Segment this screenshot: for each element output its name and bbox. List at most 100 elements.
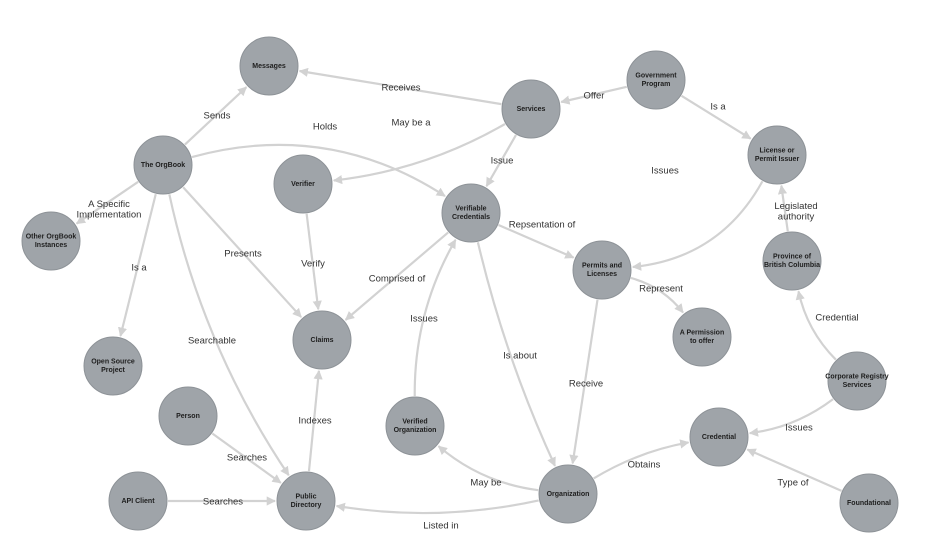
edge-organization-to-public-directory <box>335 499 539 515</box>
edge-province-bc-to-license-issuer <box>777 184 789 232</box>
node-label-organization: Organization <box>547 491 590 498</box>
node-circle-license-issuer[interactable] <box>747 125 807 185</box>
node-label-foundational: Foundational <box>847 500 891 507</box>
edge-label-foundational-to-credential: Type of <box>777 478 809 489</box>
node-label-orgbook: The OrgBook <box>141 162 185 169</box>
node-label-corporate-registry: Corporate Registry <box>825 374 889 381</box>
node-label-other-orgbook: Instances <box>35 242 67 249</box>
node-label-license-issuer: License or <box>759 148 794 155</box>
node-circle-foundational[interactable] <box>839 473 899 533</box>
node-label-services: Services <box>517 106 546 113</box>
edge-verifiable-credentials-to-organization <box>476 241 556 467</box>
edge-label-orgbook-to-public-directory: Searchable <box>188 336 236 347</box>
node-circle-public-directory[interactable] <box>276 471 336 531</box>
node-circle-province-bc[interactable] <box>762 231 822 291</box>
edge-orgbook-to-messages <box>184 86 248 146</box>
edge-label-public-directory-to-claims: Indexes <box>298 416 332 427</box>
edge-label-services-to-messages: Receives <box>381 83 420 94</box>
node-label-messages: Messages <box>252 63 286 70</box>
node-label-government-program: Government <box>635 73 677 80</box>
node-label-verifiable-credentials: Verifiable <box>455 206 486 213</box>
edge-public-directory-to-claims <box>307 369 323 472</box>
edge-label-government-program-to-services: Offer <box>584 91 605 102</box>
edge-permits-licenses-to-organization <box>569 299 599 465</box>
edge-orgbook-to-other-orgbook <box>75 180 139 225</box>
node-circle-services[interactable] <box>501 79 561 139</box>
edge-label-verifiable-credentials-to-permits-licenses: Repsentation of <box>509 220 576 231</box>
node-credential[interactable]: Credential <box>689 407 749 467</box>
edge-label-verifier-to-claims: Verify <box>301 259 325 270</box>
edge-label-api-client-to-public-directory: Searches <box>203 497 243 508</box>
node-api-client[interactable]: API Client <box>108 471 168 531</box>
edge-label-corporate-registry-to-province-bc: Credential <box>815 313 858 324</box>
node-circle-credential[interactable] <box>689 407 749 467</box>
edge-organization-to-credential <box>593 439 690 480</box>
edge-label-orgbook-to-open-source: Is a <box>131 263 147 274</box>
edge-label-organization-to-verified-org: May be <box>470 478 501 489</box>
node-label-claims: Claims <box>311 337 334 344</box>
edge-orgbook-to-public-directory <box>168 194 290 477</box>
node-circle-verifiable-credentials[interactable] <box>441 183 501 243</box>
node-verifier[interactable]: Verifier <box>273 154 333 214</box>
node-label-open-source: Open Source <box>91 359 135 366</box>
node-circle-organization[interactable] <box>538 464 598 524</box>
edge-foundational-to-credential <box>746 448 842 492</box>
edge-license-issuer-to-permits-licenses <box>631 180 764 271</box>
edge-corporate-registry-to-credential <box>748 398 834 437</box>
edge-orgbook-to-verifiable-credentials <box>191 143 446 198</box>
node-label-api-client: API Client <box>121 498 155 505</box>
edge-label-corporate-registry-to-credential: Issues <box>785 423 813 434</box>
edge-label-services-to-verifiable-credentials: Issue <box>491 156 514 167</box>
node-claims[interactable]: Claims <box>292 310 352 370</box>
edge-verifiable-credentials-to-claims <box>344 231 449 321</box>
node-circle-other-orgbook[interactable] <box>21 211 81 271</box>
node-circle-verifier[interactable] <box>273 154 333 214</box>
edge-label-government-program-to-license-issuer: Is a <box>710 102 726 113</box>
node-label-credential: Credential <box>702 434 736 441</box>
node-circle-open-source[interactable] <box>83 336 143 396</box>
edge-organization-to-verified-org <box>437 445 539 492</box>
edge-label-permits-licenses-to-organization: Receive <box>569 379 603 390</box>
edges-layer <box>75 67 842 515</box>
node-messages[interactable]: Messages <box>239 36 299 96</box>
node-foundational[interactable]: Foundational <box>839 473 899 533</box>
node-label-province-bc: Province of <box>773 254 812 261</box>
edge-label-verifiable-credentials-to-claims: Comprised of <box>369 274 426 285</box>
node-orgbook[interactable]: The OrgBook <box>133 135 193 195</box>
node-organization[interactable]: Organization <box>538 464 598 524</box>
edge-label-organization-to-credential: Obtains <box>628 460 661 471</box>
node-label-permission-to-offer: A Permission <box>680 330 724 337</box>
node-circle-person[interactable] <box>158 386 218 446</box>
node-label-province-bc: British Columbia <box>764 262 820 269</box>
edge-verifier-to-claims <box>305 213 322 311</box>
edge-label-orgbook-to-claims: Presents <box>224 249 262 260</box>
edge-services-to-messages <box>298 67 502 106</box>
node-circle-messages[interactable] <box>239 36 299 96</box>
node-label-verified-org: Verified <box>402 419 427 426</box>
node-circle-permits-licenses[interactable] <box>572 240 632 300</box>
node-services[interactable]: Services <box>501 79 561 139</box>
node-circle-corporate-registry[interactable] <box>827 351 887 411</box>
node-circle-verified-org[interactable] <box>385 396 445 456</box>
node-label-verified-org: Organization <box>394 427 437 434</box>
node-circle-orgbook[interactable] <box>133 135 193 195</box>
node-circle-permission-to-offer[interactable] <box>672 307 732 367</box>
node-circle-government-program[interactable] <box>626 50 686 110</box>
node-circle-api-client[interactable] <box>108 471 168 531</box>
node-person[interactable]: Person <box>158 386 218 446</box>
node-circle-claims[interactable] <box>292 310 352 370</box>
node-label-person: Person <box>176 413 200 420</box>
